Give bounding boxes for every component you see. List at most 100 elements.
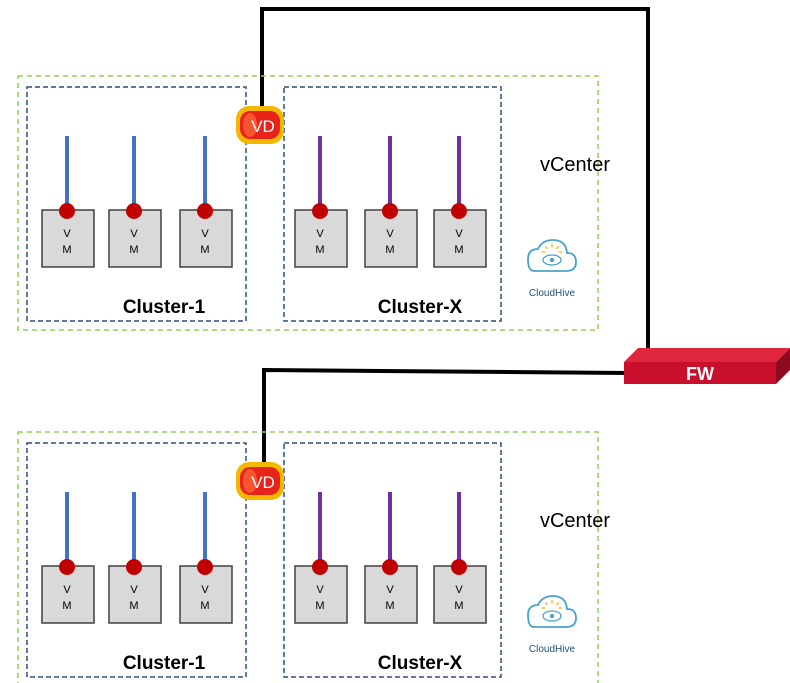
- vm-label-line-1: V: [455, 228, 463, 240]
- cloudhive-label: CloudHive: [529, 288, 576, 299]
- vm-label-line-1: V: [455, 584, 463, 596]
- vm-box[interactable]: [433, 209, 487, 268]
- vm-box[interactable]: [364, 565, 418, 624]
- vm-port-dot: [382, 203, 398, 219]
- vm-node[interactable]: VM: [364, 492, 418, 624]
- cluster-label: Cluster-1: [123, 653, 206, 674]
- vd-label: VD: [251, 473, 275, 492]
- eye-icon: [542, 254, 562, 266]
- vm-port-dot: [59, 203, 75, 219]
- vm-label-line-2: M: [129, 600, 138, 612]
- vm-node[interactable]: VM: [433, 136, 487, 268]
- vm-node[interactable]: VM: [108, 492, 162, 624]
- vd-highlight: [243, 113, 257, 137]
- uplink-line-site-2: [262, 367, 629, 462]
- vm-label-line-1: V: [63, 228, 71, 240]
- vm-port-dot: [197, 559, 213, 575]
- cloudhive-label: CloudHive: [529, 644, 576, 655]
- cluster-label: Cluster-X: [378, 653, 463, 674]
- vm-port-dot: [197, 203, 213, 219]
- vcenter-label: vCenter: [540, 154, 610, 176]
- vm-box[interactable]: [108, 209, 162, 268]
- vm-node[interactable]: VM: [179, 492, 233, 624]
- uplink-line-site-1: [260, 7, 650, 352]
- vm-box[interactable]: [41, 209, 95, 268]
- vm-node[interactable]: VM: [41, 492, 95, 624]
- vd-label: VD: [251, 117, 275, 136]
- cloudhive-logo: CloudHive: [527, 595, 577, 655]
- firewall-top-face: [624, 348, 790, 362]
- vcenter-site: VMVMVMCluster-1VMVMVMCluster-XvCenterClo…: [17, 431, 610, 683]
- sun-ray-icon: [555, 601, 560, 606]
- cluster-boundary: [26, 442, 247, 678]
- vm-label-line-2: M: [315, 600, 324, 612]
- vm-port-dot: [312, 203, 328, 219]
- vcenter-label: vCenter: [540, 510, 610, 532]
- vm-port-dot: [382, 559, 398, 575]
- sun-ray-icon: [544, 245, 549, 250]
- vm-label-line-1: V: [63, 584, 71, 596]
- vm-label-line-2: M: [315, 244, 324, 256]
- vm-label-line-2: M: [454, 600, 463, 612]
- cloudhive-logo: CloudHive: [527, 239, 577, 299]
- vm-node[interactable]: VM: [179, 136, 233, 268]
- vm-port-dot: [451, 559, 467, 575]
- cluster-label: Cluster-1: [123, 297, 206, 318]
- vm-box[interactable]: [294, 565, 348, 624]
- vm-label-line-1: V: [130, 584, 138, 596]
- vm-label-line-2: M: [454, 244, 463, 256]
- vm-box[interactable]: [433, 565, 487, 624]
- vm-label-line-2: M: [385, 600, 394, 612]
- vm-node[interactable]: VM: [294, 136, 348, 268]
- firewall-label: FW: [686, 364, 714, 384]
- firewall-front-face[interactable]: [624, 362, 776, 384]
- vm-label-line-2: M: [200, 600, 209, 612]
- sun-ray-icon: [544, 601, 549, 606]
- vm-label-line-2: M: [62, 600, 71, 612]
- vm-label-line-1: V: [386, 584, 394, 596]
- cluster-boundary: [26, 86, 247, 322]
- vm-node[interactable]: VM: [41, 136, 95, 268]
- vm-node[interactable]: VM: [294, 492, 348, 624]
- sun-ray-icon: [555, 245, 560, 250]
- vm-label-line-1: V: [316, 228, 324, 240]
- vcenter-boundary: [17, 431, 599, 683]
- vm-label-line-2: M: [385, 244, 394, 256]
- vm-box[interactable]: [179, 209, 233, 268]
- cluster-boundary: [283, 86, 502, 322]
- vm-port-dot: [451, 203, 467, 219]
- vm-label-line-1: V: [130, 228, 138, 240]
- vm-port-dot: [126, 559, 142, 575]
- vd-node[interactable]: VD: [236, 106, 284, 144]
- vm-label-line-2: M: [200, 244, 209, 256]
- vcenter-boundary: [17, 75, 599, 331]
- firewall-node[interactable]: FW: [624, 348, 790, 384]
- vm-label-line-1: V: [316, 584, 324, 596]
- firewall-side-face: [776, 348, 790, 384]
- vm-port-dot: [312, 559, 328, 575]
- vm-node[interactable]: VM: [108, 136, 162, 268]
- vcenter-site: VMVMVMCluster-1VMVMVMCluster-XvCenterClo…: [17, 75, 610, 331]
- vm-port-dot: [126, 203, 142, 219]
- vm-label-line-1: V: [386, 228, 394, 240]
- vd-node[interactable]: VD: [236, 462, 284, 500]
- eye-icon: [542, 610, 562, 622]
- vm-node[interactable]: VM: [433, 492, 487, 624]
- vm-box[interactable]: [364, 209, 418, 268]
- vm-box[interactable]: [41, 565, 95, 624]
- vm-label-line-2: M: [129, 244, 138, 256]
- vd-highlight: [243, 469, 257, 493]
- vm-box[interactable]: [179, 565, 233, 624]
- vm-box[interactable]: [108, 565, 162, 624]
- eye-pupil-icon: [549, 613, 555, 619]
- vm-node[interactable]: VM: [364, 136, 418, 268]
- cluster-label: Cluster-X: [378, 297, 463, 318]
- vm-label-line-2: M: [62, 244, 71, 256]
- vm-port-dot: [59, 559, 75, 575]
- vm-label-line-1: V: [201, 228, 209, 240]
